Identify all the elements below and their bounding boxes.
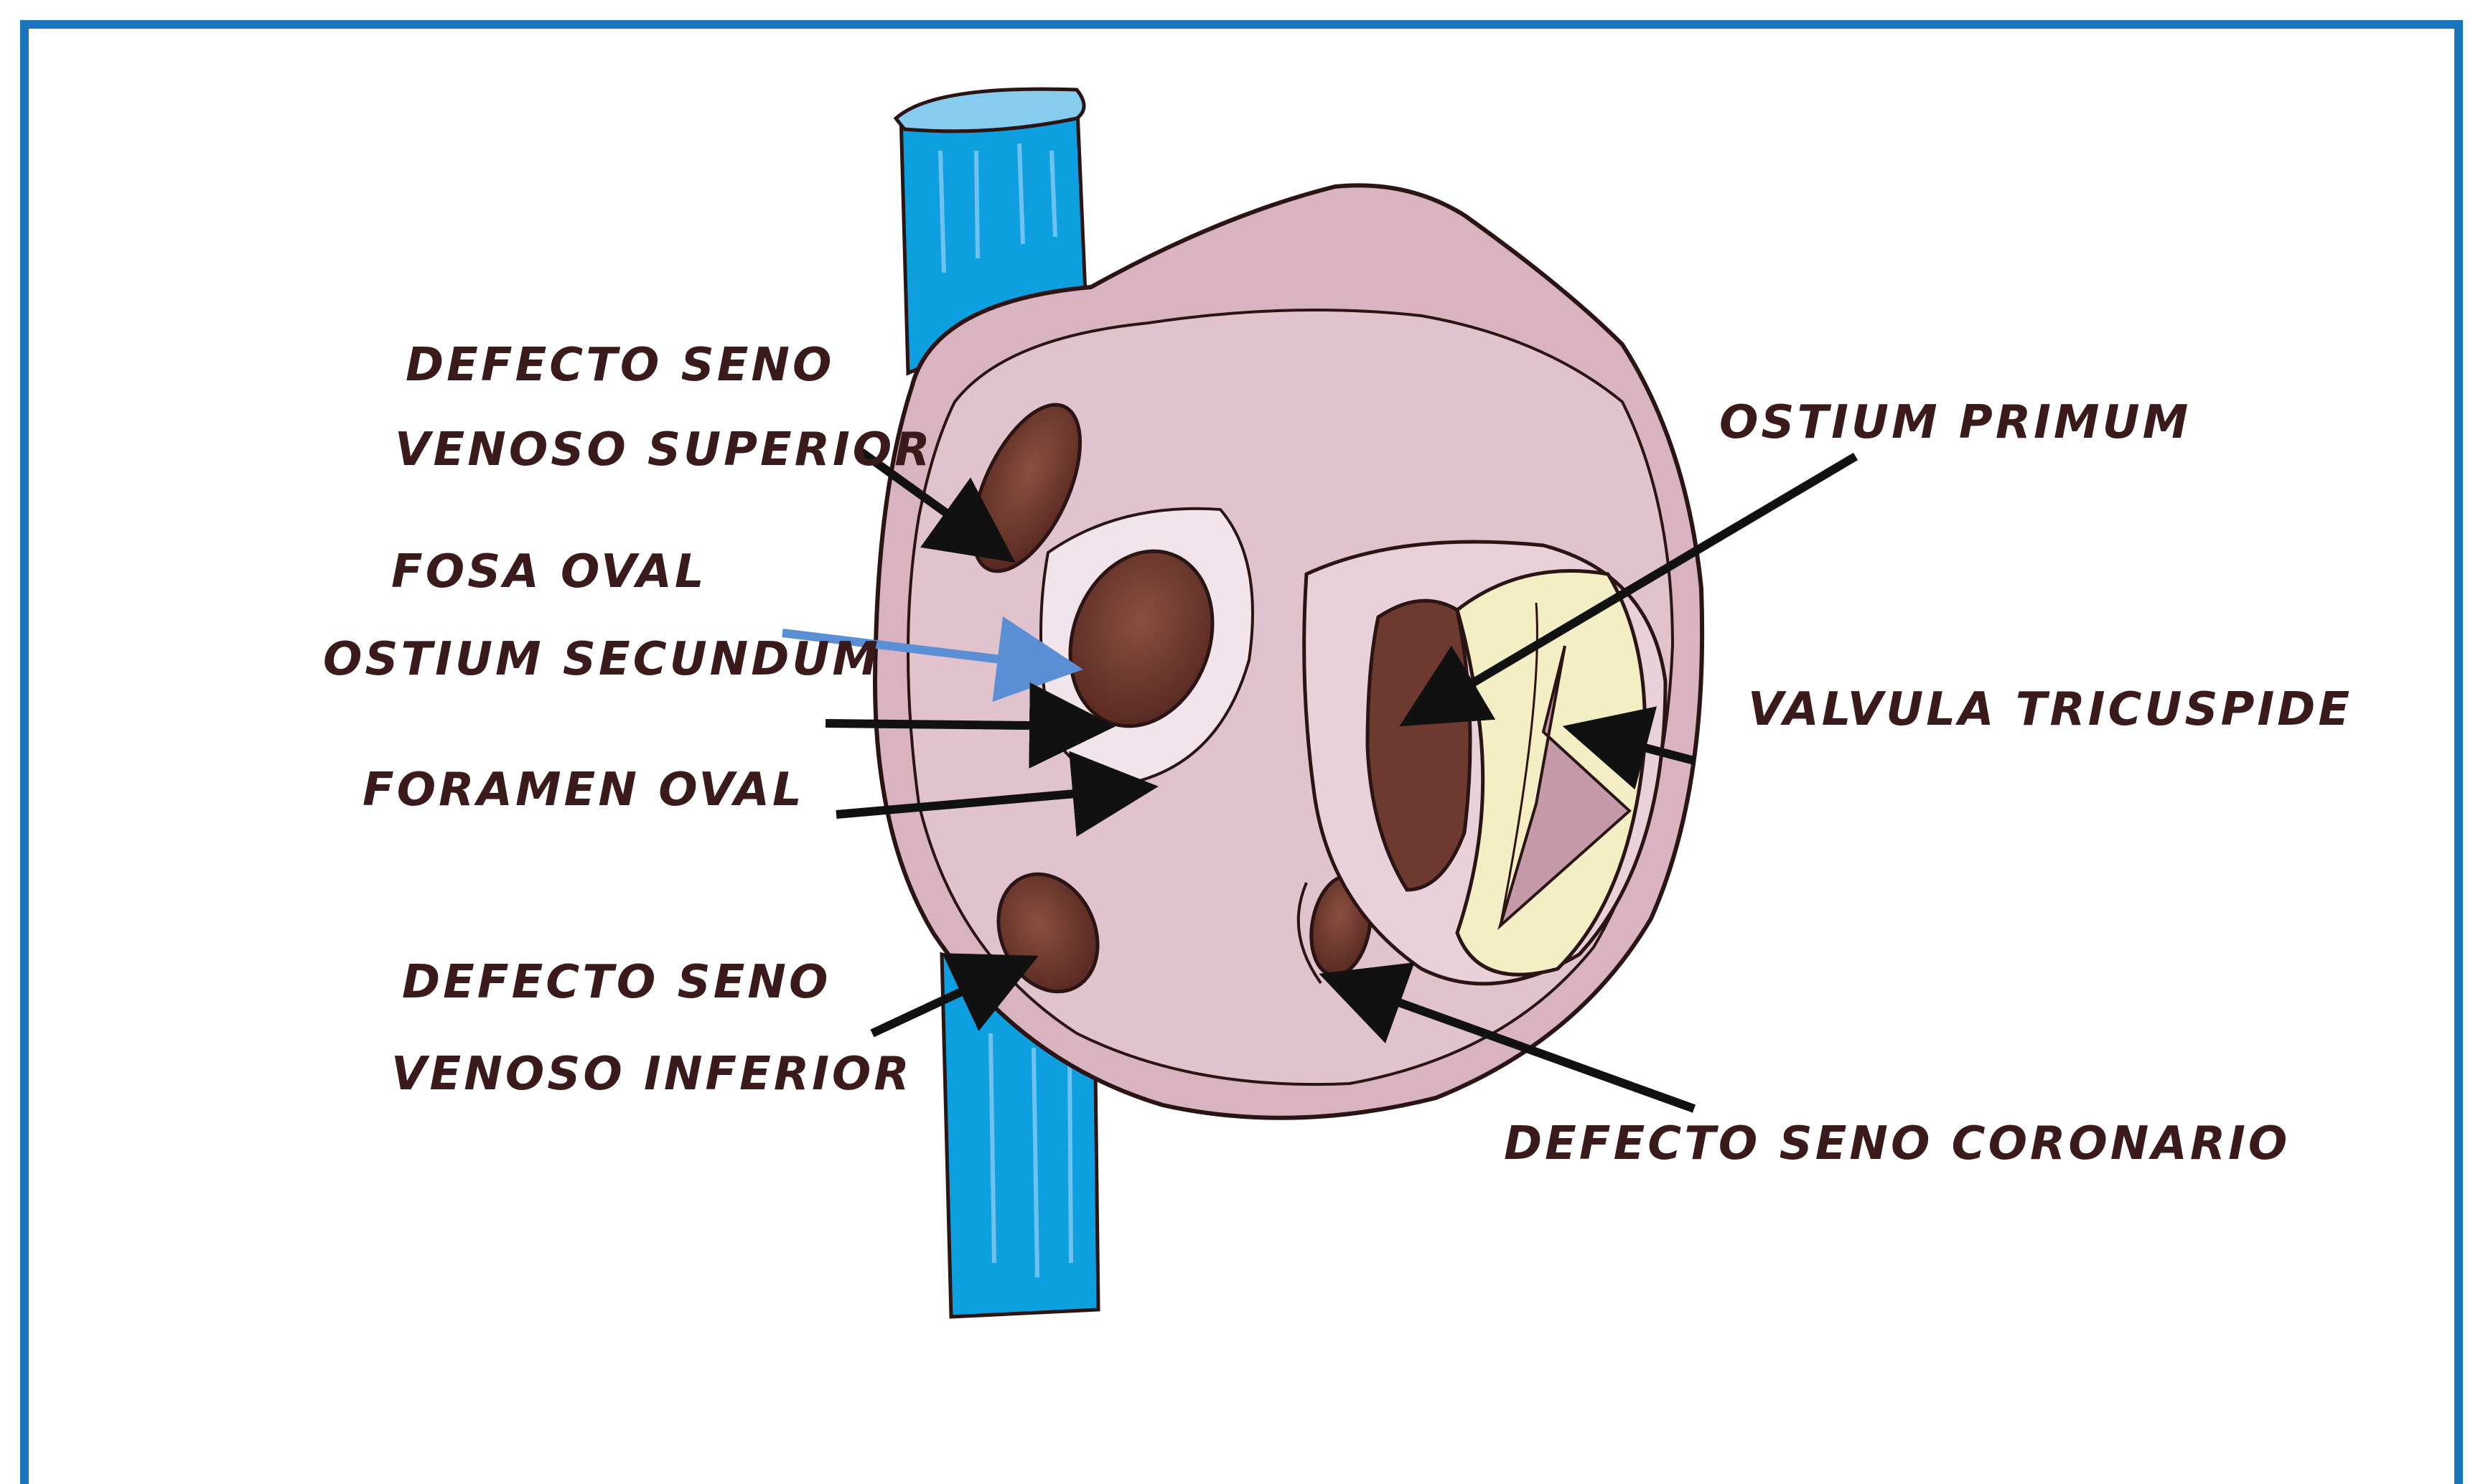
label-valvula-tricuspide: VALVULA TRICUSPIDE [1748,683,2352,736]
label-ostium-secundum: OSTIUM SECUNDUM [323,633,881,686]
label-fosa-oval: FOSA OVAL [391,545,707,598]
atrial-septal-defects-diagram: DEFECTO SENO VENOSO SUPERIOR FOSA OVAL O… [0,0,2483,1450]
label-sv-inferior-line1: DEFECTO SENO [402,956,831,1009]
arrow-ostium-secundum [826,723,1098,726]
label-seno-coronario: DEFECTO SENO CORONARIO [1504,1117,2290,1170]
label-sv-inferior-line2: VENOSO INFERIOR [391,1048,912,1101]
illustration-canvas: DEFECTO SENO VENOSO SUPERIOR FOSA OVAL O… [0,0,2483,1450]
label-ostium-primum: OSTIUM PRIMUM [1719,396,2191,449]
label-sv-superior-line2: VENOSO SUPERIOR [395,423,932,476]
label-foramen-oval: FORAMEN OVAL [363,764,805,817]
label-sv-superior-line1: DEFECTO SENO [406,339,834,392]
